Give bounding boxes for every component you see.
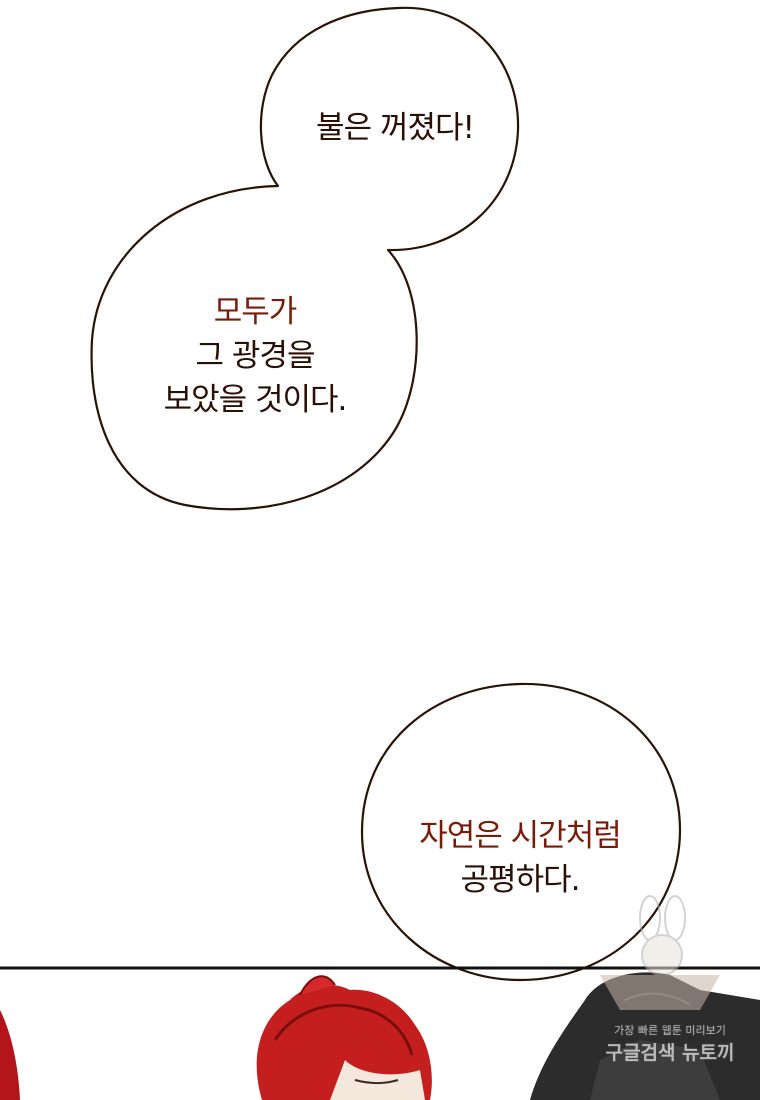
red-hair-character — [256, 975, 432, 1100]
bubble-line: 불은 꺼졌다! — [316, 110, 475, 146]
bubble-line: 보았을 것이다. — [163, 382, 348, 418]
watermark-text: 가장 빠른 웹툰 미리보기 구글검색 뉴토끼 — [585, 1022, 755, 1065]
double-speech-bubble — [90, 6, 520, 511]
watermark-small-text: 가장 빠른 웹툰 미리보기 — [614, 1024, 726, 1037]
bubble-line: 자연은 시간처럼 — [419, 818, 622, 854]
rabbit-mascot-icon — [600, 895, 720, 1010]
nature-fair-text: 자연은 시간처럼 공평하다. — [400, 814, 640, 902]
bubble-line: 모두가 — [213, 294, 298, 330]
round-speech-bubble — [360, 682, 682, 982]
everyone-saw-text: 모두가 그 광경을 보았을 것이다. — [150, 290, 360, 422]
red-cloth-edge — [0, 1010, 20, 1100]
bubble-line: 공평하다. — [460, 862, 581, 898]
watermark-large-text: 구글검색 뉴토끼 — [605, 1042, 735, 1064]
fire-out-text: 불은 꺼졌다! — [305, 106, 485, 150]
bubble-line: 그 광경을 — [195, 338, 316, 374]
